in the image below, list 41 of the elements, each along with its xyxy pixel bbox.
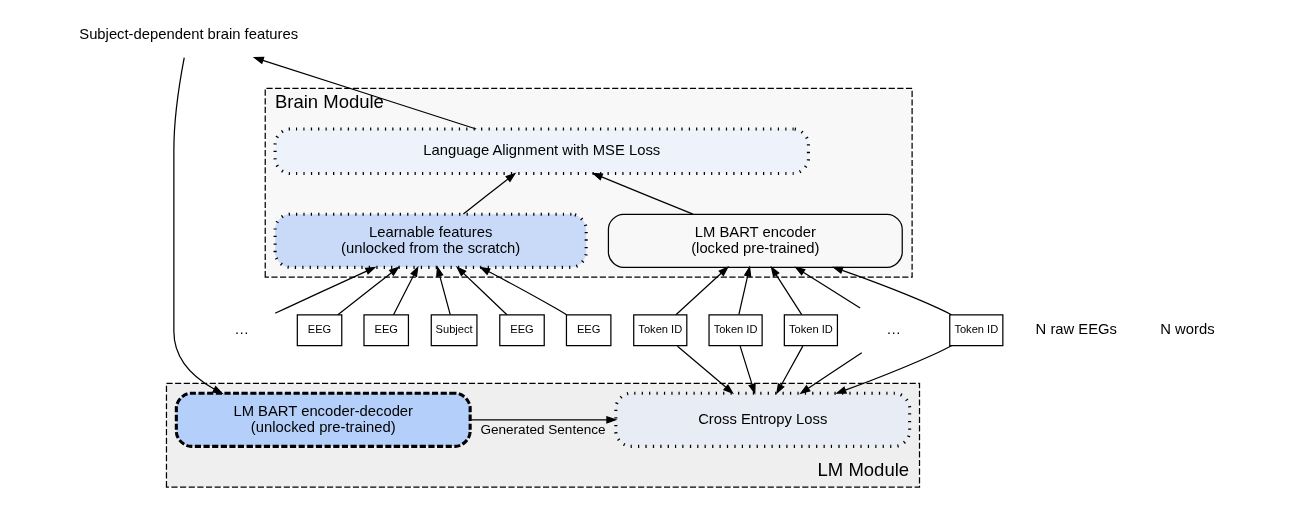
node-box: Token ID	[633, 314, 688, 347]
node-box: Token ID	[949, 314, 1004, 347]
arrow	[274, 266, 377, 314]
arrow	[337, 266, 400, 316]
arrow	[675, 266, 730, 316]
arrow	[794, 266, 861, 309]
node-box: LM BART encoder-decoder (unlocked pre-trained)	[174, 391, 472, 448]
arrow	[776, 345, 804, 395]
node-box: Language Alignment with MSE Loss	[273, 127, 810, 176]
label: N words	[1160, 321, 1215, 338]
arrow	[676, 345, 734, 395]
arrow	[479, 266, 568, 316]
arrow	[252, 56, 477, 130]
arrow	[173, 57, 224, 395]
arrow	[436, 265, 451, 316]
arrow	[469, 415, 618, 424]
node-box: Learnable features (unlocked from the scratch)	[273, 212, 588, 269]
arrow	[739, 345, 756, 395]
arrow	[770, 265, 803, 316]
node-box: EEG	[499, 314, 545, 347]
arrow	[835, 345, 953, 394]
node-box: EEG	[565, 314, 612, 347]
node-box: Token ID	[708, 314, 763, 347]
arrow	[831, 266, 953, 316]
arrow	[455, 266, 508, 316]
arrow	[591, 172, 694, 215]
node-text: …	[886, 321, 901, 338]
arrow	[738, 265, 752, 316]
arrow	[392, 265, 419, 316]
node-text: Subject-dependent brain features	[79, 26, 299, 43]
node-box: Subject	[430, 314, 478, 347]
node-box: LM BART encoder (locked pre-trained)	[607, 213, 903, 268]
node-box: EEG	[363, 314, 410, 347]
node-text: …	[234, 321, 250, 338]
node-box: Cross Entropy Loss	[614, 391, 912, 448]
label: N raw EEGs	[1035, 321, 1118, 338]
node-box: Token ID	[783, 314, 839, 347]
node-box: EEG	[296, 314, 343, 347]
edge-label: Generated Sentence	[480, 422, 606, 438]
arrow	[799, 352, 863, 395]
arrow	[462, 172, 517, 215]
